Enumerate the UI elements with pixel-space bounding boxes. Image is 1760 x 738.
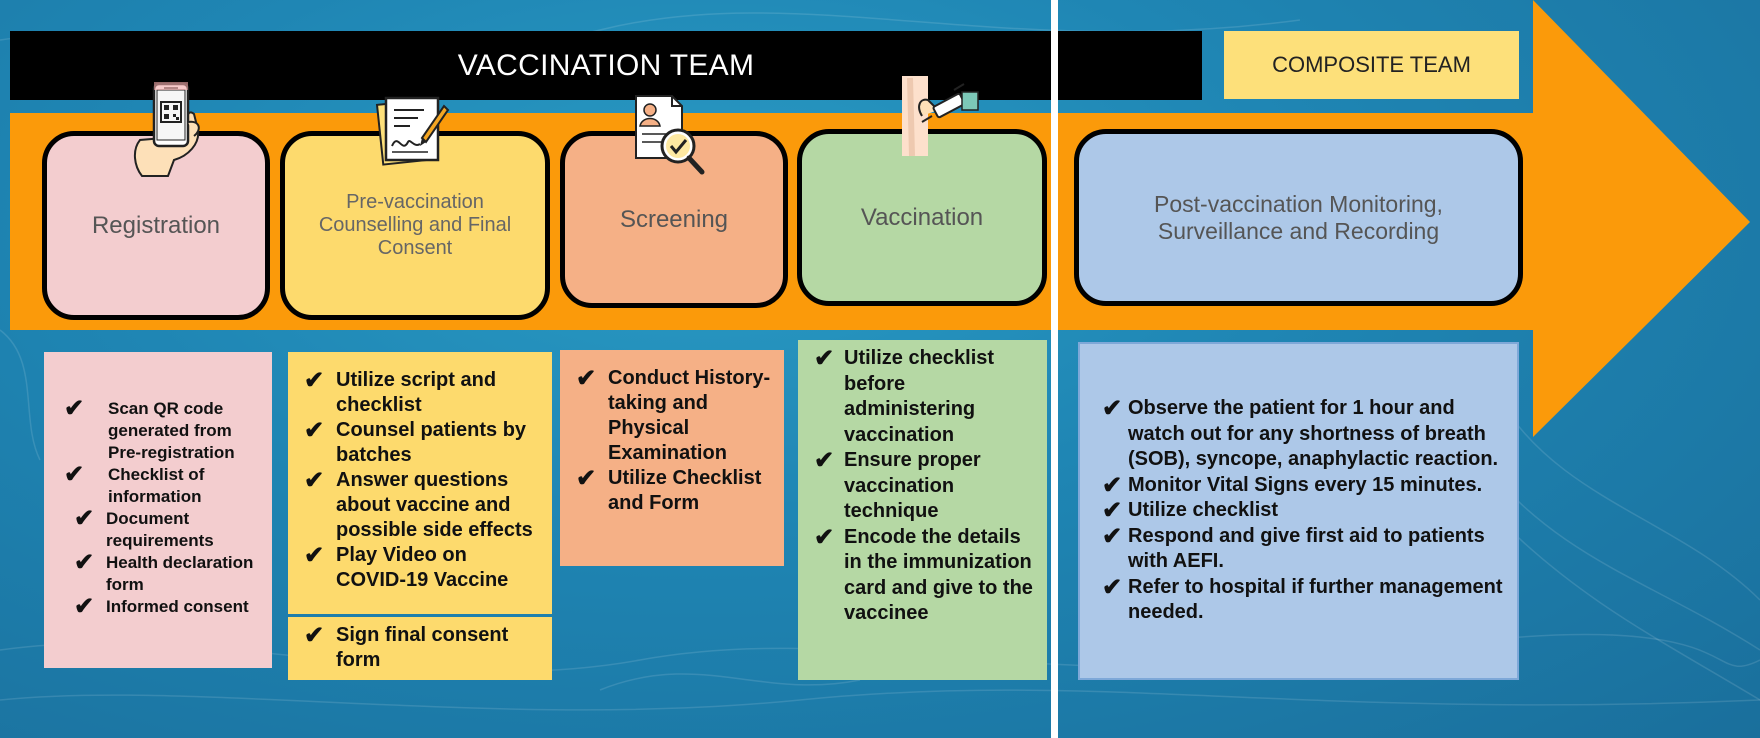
list-item-text: Utilize script and checklist bbox=[336, 369, 497, 416]
list-item: ✔ Play Video on COVID-19 Vaccine bbox=[304, 543, 538, 593]
list-item-text: Encode the details in the immunization c… bbox=[844, 525, 1033, 625]
vaccination-panel: ✔ Utilize checklist before administering … bbox=[798, 340, 1047, 680]
check-icon: ✔ bbox=[576, 365, 597, 392]
list-item-text: Utilize Checklist and Form bbox=[608, 467, 762, 514]
list-item: ✔ Encode the details in the immunization … bbox=[814, 525, 1037, 627]
list-item-text: Utilize checklist bbox=[1128, 499, 1279, 521]
vaccination-list: ✔ Utilize checklist before administering … bbox=[814, 346, 1037, 627]
list-item-text: Respond and give first aid to patients w… bbox=[1128, 524, 1485, 573]
list-item: ✔ Informed consent bbox=[74, 593, 258, 620]
stage-screening-label: Screening bbox=[619, 205, 729, 233]
check-icon: ✔ bbox=[304, 367, 325, 394]
final-consent-list: ✔ Sign final consent form bbox=[304, 623, 538, 673]
list-item: ✔ Respond and give first aid to patients… bbox=[1102, 524, 1507, 575]
list-item: ✔ Counsel patients by batches bbox=[304, 418, 538, 468]
list-item-text: Counsel patients by batches bbox=[336, 419, 527, 466]
list-item: ✔ Monitor Vital Signs every 15 minutes. bbox=[1102, 473, 1507, 499]
composite-team-tag: COMPOSITE TEAM bbox=[1224, 31, 1519, 99]
list-item: ✔ Document requirements bbox=[74, 505, 258, 552]
check-icon: ✔ bbox=[74, 593, 95, 620]
list-item-text: Document requirements bbox=[106, 509, 214, 550]
check-icon: ✔ bbox=[576, 465, 597, 492]
smartphone-qr-icon bbox=[134, 82, 200, 177]
check-icon: ✔ bbox=[64, 461, 85, 488]
section-divider bbox=[1051, 0, 1058, 738]
check-icon: ✔ bbox=[304, 417, 325, 444]
stage-pre-vaccination: Pre-vaccination Counselling and Final Co… bbox=[280, 131, 550, 320]
list-item: ✔ Refer to hospital if further managemen… bbox=[1102, 575, 1507, 626]
list-item-text: Scan QR code generated from Pre-registra… bbox=[108, 399, 235, 462]
signed-document-icon bbox=[375, 96, 450, 166]
list-item-text: Sign final consent form bbox=[336, 624, 509, 671]
check-icon: ✔ bbox=[1102, 573, 1123, 601]
list-item-text: Refer to hospital if further management … bbox=[1128, 575, 1503, 624]
list-item-text: Checklist of information bbox=[108, 465, 205, 506]
check-icon: ✔ bbox=[1102, 395, 1123, 422]
registration-list: ✔ Scan QR code generated from Pre-regist… bbox=[64, 395, 258, 620]
list-item: ✔ Observe the patient for 1 hour and wat… bbox=[1102, 396, 1507, 473]
list-item: ✔ Conduct History-taking and Physical Exa… bbox=[576, 366, 774, 466]
list-item: ✔ Checklist of information bbox=[64, 461, 258, 508]
check-icon: ✔ bbox=[814, 447, 835, 474]
pre-vaccination-list: ✔ Utilize script and checklist ✔ Counsel p… bbox=[304, 368, 538, 593]
check-icon: ✔ bbox=[814, 523, 835, 551]
vaccination-team-label: VACCINATION TEAM bbox=[457, 48, 755, 82]
pre-vaccination-panel: ✔ Utilize script and checklist ✔ Counsel p… bbox=[288, 352, 552, 614]
list-item-text: Conduct History-taking and Physical Exam… bbox=[608, 367, 771, 464]
list-item-text: Monitor Vital Signs every 15 minutes. bbox=[1128, 473, 1483, 496]
list-item-text: Answer questions about vaccine and possi… bbox=[336, 469, 533, 541]
list-item-text: Play Video on COVID-19 Vaccine bbox=[336, 544, 509, 591]
stage-post-vaccination: Post-vaccination Monitoring, Surveillanc… bbox=[1074, 129, 1523, 306]
post-vaccination-panel: ✔ Observe the patient for 1 hour and wat… bbox=[1078, 342, 1519, 680]
check-icon: ✔ bbox=[74, 505, 95, 532]
final-consent-panel: ✔ Sign final consent form bbox=[288, 617, 552, 680]
screening-list: ✔ Conduct History-taking and Physical Exa… bbox=[576, 366, 774, 516]
list-item: ✔ Health declaration form bbox=[74, 549, 258, 596]
list-item-text: Health declaration form bbox=[106, 553, 254, 594]
check-icon: ✔ bbox=[64, 395, 85, 422]
list-item: ✔ Scan QR code generated from Pre-regist… bbox=[64, 395, 258, 464]
check-icon: ✔ bbox=[814, 345, 835, 372]
stage-post-vaccination-label: Post-vaccination Monitoring, Surveillanc… bbox=[1154, 191, 1443, 244]
registration-panel: ✔ Scan QR code generated from Pre-regist… bbox=[44, 352, 272, 668]
profile-document-magnifier-icon bbox=[635, 95, 705, 175]
list-item: ✔ Utilize Checklist and Form bbox=[576, 466, 774, 516]
check-icon: ✔ bbox=[304, 467, 325, 494]
check-icon: ✔ bbox=[304, 542, 325, 569]
list-item: ✔ Sign final consent form bbox=[304, 623, 538, 673]
list-item: ✔ Utilize checklist before administering … bbox=[814, 346, 1037, 448]
screening-panel: ✔ Conduct History-taking and Physical Exa… bbox=[560, 350, 784, 566]
list-item-text: Ensure proper vaccination technique bbox=[844, 449, 981, 522]
check-icon: ✔ bbox=[74, 549, 95, 576]
list-item: ✔ Utilize script and checklist bbox=[304, 368, 538, 418]
check-icon: ✔ bbox=[304, 622, 325, 649]
vaccination-team-bar: VACCINATION TEAM bbox=[10, 31, 1202, 100]
check-icon: ✔ bbox=[1102, 471, 1123, 499]
syringe-arm-icon bbox=[902, 76, 979, 156]
list-item-text: Observe the patient for 1 hour and watch… bbox=[1128, 397, 1499, 470]
composite-team-label: COMPOSITE TEAM bbox=[1272, 52, 1471, 77]
stage-registration-label: Registration bbox=[91, 211, 221, 239]
list-item: ✔ Ensure proper vaccination technique bbox=[814, 448, 1037, 525]
list-item-text: Utilize checklist before administering v… bbox=[844, 347, 995, 446]
list-item: ✔ Utilize checklist bbox=[1102, 498, 1507, 524]
list-item: ✔ Answer questions about vaccine and poss… bbox=[304, 468, 538, 543]
check-icon: ✔ bbox=[1102, 522, 1123, 550]
stage-vaccination: Vaccination bbox=[797, 129, 1047, 306]
list-item-text: Informed consent bbox=[106, 597, 249, 616]
stage-pre-vaccination-label: Pre-vaccination Counselling and Final Co… bbox=[318, 191, 512, 259]
post-vaccination-list: ✔ Observe the patient for 1 hour and wat… bbox=[1102, 396, 1507, 626]
stage-vaccination-label: Vaccination bbox=[860, 203, 984, 231]
check-icon: ✔ bbox=[1102, 497, 1123, 524]
